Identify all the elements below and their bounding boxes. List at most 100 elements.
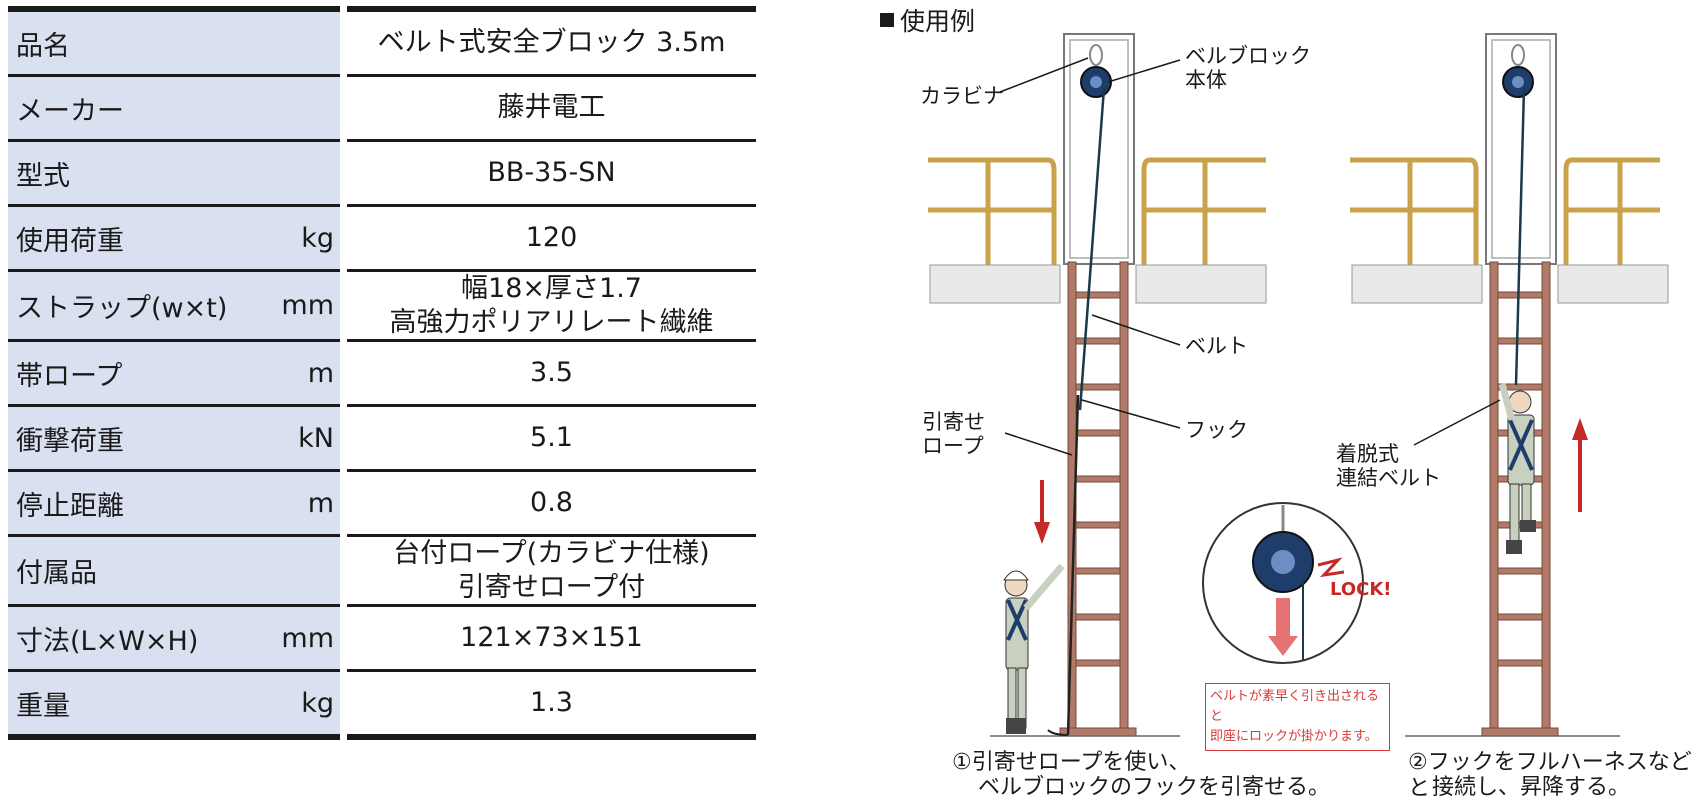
table-row: 衝撃荷重 kN 5.1 bbox=[8, 407, 756, 472]
spec-unit: mm bbox=[281, 622, 334, 654]
spec-value: 0.8 bbox=[530, 487, 573, 518]
spec-value-cell: 121×73×151 bbox=[347, 607, 756, 672]
table-row: 品名 ベルト式安全ブロック 3.5m bbox=[8, 12, 756, 77]
table-top-rule bbox=[8, 6, 756, 12]
floor-slab-left bbox=[929, 264, 1061, 304]
spec-label-cell: 重量 kg bbox=[8, 672, 340, 740]
floor-slab-right bbox=[1135, 264, 1267, 304]
ladder-1 bbox=[1059, 261, 1137, 737]
spec-table: 品名 ベルト式安全ブロック 3.5m メーカー 藤井電工型式 BB-35-SN 使用荷重 k… bbox=[8, 6, 756, 740]
spec-unit: m bbox=[307, 487, 334, 519]
lock-note-line-1: ベルトが素早く引き出されると bbox=[1210, 689, 1380, 724]
spec-unit: kg bbox=[301, 222, 334, 254]
table-row: 付属品 台付ロープ(カラビナ仕様)引寄せロープ付 bbox=[8, 537, 756, 607]
spec-value-cell: 藤井電工 bbox=[347, 77, 756, 142]
spec-value: 3.5 bbox=[530, 357, 573, 388]
spec-unit: kN bbox=[298, 422, 334, 454]
spec-label: ストラップ(w×t) bbox=[16, 293, 228, 324]
spec-value: 幅18×厚さ1.7 bbox=[461, 272, 642, 304]
table-row: 停止距離 m 0.8 bbox=[8, 472, 756, 537]
spec-label-cell: 品名 bbox=[8, 12, 340, 77]
caption-step1-line1: ①引寄せロープを使い、 bbox=[952, 750, 1191, 775]
usage-title-text: 使用例 bbox=[900, 7, 976, 36]
railing-left-2 bbox=[1350, 157, 1479, 265]
spec-label-cell: ストラップ(w×t) mm bbox=[8, 272, 340, 342]
down-arrow-icon bbox=[1034, 480, 1050, 544]
table-row: 使用荷重 kg 120 bbox=[8, 207, 756, 272]
caption-step1-line2: ベルブロックのフックを引寄せる。 bbox=[978, 775, 1331, 800]
spec-label: 型式 bbox=[16, 160, 70, 192]
spec-value: ベルト式安全ブロック 3.5m bbox=[377, 27, 726, 58]
spec-label: 衝撃荷重 bbox=[16, 425, 124, 457]
spec-value: 5.1 bbox=[530, 422, 573, 453]
spec-unit: kg bbox=[301, 687, 334, 719]
spec-value: 引寄せロープ付 bbox=[457, 571, 646, 603]
label-belt: ベルト bbox=[1185, 334, 1248, 358]
caption-step2-line2: 接続し、昇降する。 bbox=[1432, 775, 1631, 800]
pull-down-arrow-icon bbox=[1268, 598, 1298, 656]
spec-value-cell: 1.3 bbox=[347, 672, 756, 740]
worker-1-icon bbox=[1003, 563, 1065, 734]
worker-2-icon bbox=[1498, 383, 1536, 554]
spec-rows: 品名 ベルト式安全ブロック 3.5m メーカー 藤井電工型式 BB-35-SN 使用荷重 k… bbox=[8, 12, 756, 740]
spec-label-cell: 型式 bbox=[8, 142, 340, 207]
spec-value-cell: 120 bbox=[347, 207, 756, 272]
spec-label-cell: 衝撃荷重 kN bbox=[8, 407, 340, 472]
spec-value: 1.3 bbox=[530, 687, 573, 718]
spec-value: 台付ロープ(カラビナ仕様) bbox=[393, 537, 710, 569]
table-row: 寸法(L×W×H) mm 121×73×151 bbox=[8, 607, 756, 672]
label-detach-belt-1: 着脱式 bbox=[1336, 442, 1399, 466]
spec-label: 重量 bbox=[16, 690, 70, 722]
spec-label-cell: 寸法(L×W×H) mm bbox=[8, 607, 340, 672]
spec-label-cell: 付属品 bbox=[8, 537, 340, 607]
spec-label-cell: 使用荷重 kg bbox=[8, 207, 340, 272]
spec-value-cell: BB-35-SN bbox=[347, 142, 756, 207]
railing-right bbox=[1141, 157, 1266, 265]
spec-value-cell: ベルト式安全ブロック 3.5m bbox=[347, 12, 756, 77]
spec-value: 120 bbox=[525, 222, 578, 253]
label-pull-rope-1: 引寄せ bbox=[922, 410, 985, 434]
label-pull-rope-2: ロープ bbox=[922, 434, 984, 458]
spec-label-cell: 停止距離 m bbox=[8, 472, 340, 537]
spec-label: 使用荷重 bbox=[16, 225, 124, 257]
spec-value-cell: 0.8 bbox=[347, 472, 756, 537]
spec-label: メーカー bbox=[16, 95, 124, 127]
ladder-2 bbox=[1481, 261, 1559, 737]
spec-label-cell: メーカー bbox=[8, 77, 340, 142]
label-block-body-2: 本体 bbox=[1185, 68, 1227, 92]
lock-note: ベルトが素早く引き出されると 即座にロックが掛かります。 bbox=[1205, 683, 1390, 751]
label-detach-belt-2: 連結ベルト bbox=[1336, 466, 1441, 490]
railing-right-2 bbox=[1563, 157, 1660, 265]
spec-label-cell: 帯ロープ m bbox=[8, 342, 340, 407]
spec-label: 寸法(L×W×H) bbox=[16, 625, 199, 657]
up-arrow-icon bbox=[1572, 418, 1588, 512]
spec-value-cell: 5.1 bbox=[347, 407, 756, 472]
spec-value: 高強力ポリアリレート繊維 bbox=[389, 306, 714, 338]
caption-step2-line1: ②フックをフルハーネスなどと bbox=[1408, 750, 1692, 801]
label-hook: フック bbox=[1185, 418, 1248, 442]
spec-label: 付属品 bbox=[16, 558, 97, 589]
lock-note-line-2: 即座にロックが掛かります。 bbox=[1210, 729, 1378, 744]
spec-label: 帯ロープ bbox=[16, 360, 123, 392]
table-row: 重量 kg 1.3 bbox=[8, 672, 756, 740]
label-block-body-1: ベルブロック bbox=[1185, 44, 1311, 68]
spec-value-cell: 3.5 bbox=[347, 342, 756, 407]
scene-2 bbox=[1350, 33, 1669, 737]
label-karabina: カラビナ bbox=[920, 84, 1004, 108]
label-lock: LOCK! bbox=[1330, 579, 1392, 600]
table-row: 型式 BB-35-SN bbox=[8, 142, 756, 207]
scene-1 bbox=[928, 33, 1267, 737]
spec-label: 品名 bbox=[16, 30, 70, 62]
usage-title: 使用例 bbox=[880, 2, 975, 38]
spec-unit: m bbox=[307, 357, 334, 389]
table-row: 帯ロープ m 3.5 bbox=[8, 342, 756, 407]
spec-value: 藤井電工 bbox=[497, 92, 606, 123]
spec-value: BB-35-SN bbox=[487, 157, 616, 188]
spec-unit: mm bbox=[281, 290, 334, 321]
lock-detail bbox=[1202, 502, 1364, 664]
spec-label: 停止距離 bbox=[16, 490, 124, 522]
spec-value: 121×73×151 bbox=[460, 622, 643, 653]
